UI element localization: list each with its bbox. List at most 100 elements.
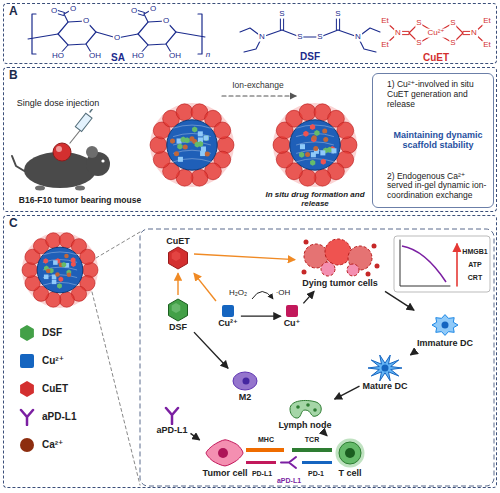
panel: CCuETDying tumor cellsDSFCu²⁺Cu⁺Immature…: [3, 215, 497, 488]
lymph-node: Lymph node: [278, 398, 331, 430]
cuet-molecule: [303, 131, 308, 137]
increase-arrow: [456, 244, 458, 286]
mouse-ear: [86, 146, 98, 158]
dendritic-cell: Mature DC: [362, 355, 407, 391]
connector-arrow: [191, 433, 200, 440]
tumor-cell: [83, 262, 98, 277]
atom-label: Et: [482, 41, 492, 50]
atom-label: Et: [380, 41, 390, 50]
bond-line: [64, 14, 68, 22]
legend-row: CuET: [18, 380, 68, 398]
bond-line: [282, 30, 338, 37]
polymer-bracket: [32, 14, 36, 54]
node-icon: [285, 304, 299, 318]
calcium-ion: [64, 254, 69, 259]
annotation: Single dose injection: [16, 99, 101, 109]
atom-label: O: [82, 17, 90, 26]
tumor-cell: [22, 262, 37, 277]
hydrogel-core: [37, 247, 83, 293]
tumor-cell-symbol: [206, 440, 243, 466]
zoom-region: [140, 229, 494, 486]
dying-cell: [347, 264, 359, 276]
compound-name: SA: [110, 52, 126, 63]
tumor-highlight: [56, 146, 62, 152]
dsf-molecule: [57, 283, 62, 289]
connector-arrow: [241, 315, 281, 316]
connector-arrow: [194, 332, 228, 368]
node-icon: [298, 236, 382, 278]
node-label: CuET: [166, 236, 190, 246]
chemical-label: ·OH: [275, 289, 292, 298]
chemical-structures: [28, 9, 487, 54]
tumor-cell: [25, 276, 40, 291]
copper-ion: [178, 157, 183, 162]
cuet-node: CuET: [165, 236, 191, 270]
calcium-ion: [55, 272, 60, 277]
mechanism-text: 2) Endogenous Ca²⁺ served in-gel dynamic…: [387, 172, 487, 201]
atom-label: O: [162, 17, 170, 26]
cell-fragment: [375, 264, 380, 269]
nucleus: [381, 365, 388, 372]
tumor-cell: [217, 137, 234, 154]
atom-label: S: [316, 33, 323, 42]
connector-arrow: [194, 273, 216, 301]
atom-label: Cu²⁺: [426, 29, 445, 38]
gel-halo: [150, 103, 234, 187]
atom-label: O: [130, 7, 138, 16]
dying-cell: [321, 262, 335, 276]
dsf-molecule: [327, 147, 332, 153]
cell-fragment: [302, 270, 307, 275]
atom-label: Et: [482, 17, 492, 26]
legend-text: DSF: [42, 327, 62, 339]
dsf-node: DSF: [165, 298, 191, 332]
swatch-shape: [21, 410, 33, 425]
dendritic-cell-symbol: [368, 355, 402, 381]
copper-ion: [300, 144, 305, 149]
hexagon-symbol: [169, 299, 188, 321]
calcium-ion: [205, 151, 210, 156]
atom-label: HO: [131, 52, 145, 61]
legend-swatch: [18, 324, 36, 342]
graph-curve: [402, 246, 446, 282]
compound-name: DSF: [299, 51, 321, 62]
calcium-ion: [67, 273, 72, 278]
ion-symbol: [286, 305, 298, 317]
gel-mesh: [173, 125, 211, 128]
legend-text: Cu²⁺: [42, 355, 64, 367]
atom-label: HO: [51, 52, 65, 61]
dsf-molecule: [192, 127, 197, 133]
calcium-ion: [189, 136, 194, 141]
hexagon-highlight: [172, 303, 181, 313]
tumor-cell: [276, 151, 293, 168]
cuet-molecule: [311, 136, 316, 142]
dsf-molecule: [177, 143, 182, 149]
legend-row: Cu²⁺: [18, 352, 64, 370]
receptor-label: TCR: [304, 436, 320, 444]
cuet-molecule: [321, 159, 326, 165]
dsf-molecule: [62, 262, 67, 268]
marker-label: ATP: [467, 261, 482, 269]
receptor-label: PD-L1: [251, 470, 273, 478]
copper-ion: [201, 146, 206, 151]
pdl1-receptor: [246, 461, 276, 464]
cell-fragment: [366, 272, 371, 277]
hydrogel-core: [167, 120, 217, 170]
atom-label: S: [415, 39, 422, 48]
pd1-receptor: [302, 461, 332, 464]
node-icon: [165, 246, 191, 270]
tumor-cell: [46, 233, 61, 248]
node-icon: [427, 312, 463, 338]
mouse-tail: [12, 156, 26, 172]
gel-sphere: [22, 232, 98, 308]
tumor: [53, 143, 71, 161]
atom-label: Et: [380, 17, 390, 26]
nucleus: [218, 448, 228, 458]
tumor-cell: [214, 122, 231, 139]
repeat-index: n: [205, 51, 211, 60]
atom-label: S: [296, 33, 303, 42]
dsf-molecule: [198, 141, 203, 147]
tumor-cell: [176, 104, 193, 121]
connector-arrow: [177, 273, 178, 295]
legend-text: aPD-L1: [42, 411, 76, 423]
